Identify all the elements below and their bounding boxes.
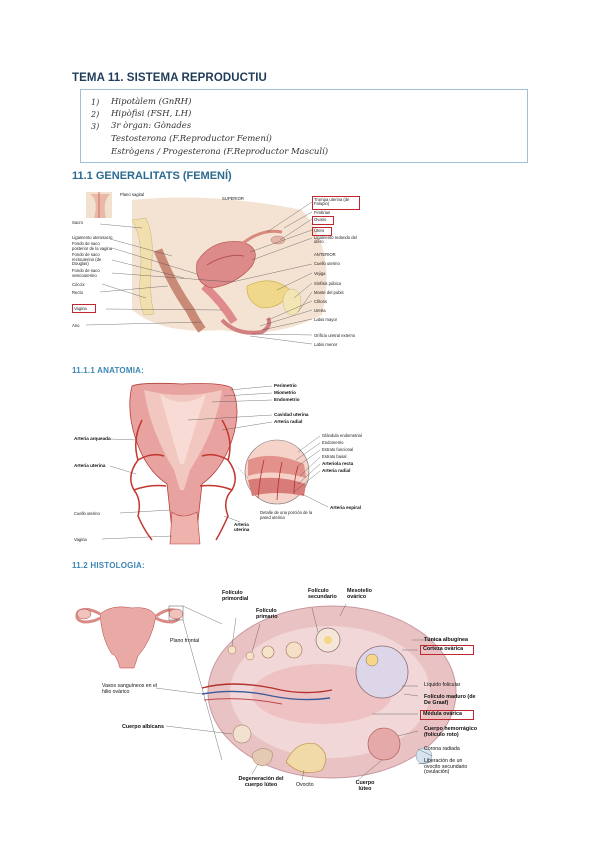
highlight-box-vagina [72,304,96,313]
label-cuerpo-luteo: Cuerpo lúteo [352,780,378,792]
label-cavidad-uterina: Cavidad uterina [274,412,308,417]
label-labio-menor: Labio menor [314,342,337,347]
label-cuerpo-hemorragico: Cuerpo hemorrágico (folículo roto) [424,726,482,738]
section-heading-anatomia-text: 11.1.1 ANATOMIA [72,366,141,375]
label-trompa-uterina: Trompa uterina (de Falopio) [314,198,358,207]
label-ovario: Ovario [314,217,326,222]
label-monte-pubis: Monte del pubis [314,290,344,295]
label-arteria-uterina-bottom: Arteria uterina [234,522,256,532]
label-tunica-albuginea: Túnica albugínea [424,637,468,643]
note-line: 3r òrgan: Gònades [111,121,191,131]
note-line: Testosterona (F.Reproductor Femení) [111,134,272,144]
label-fondo-vesicouterino: Fondo de saco vesicouterino [72,269,114,278]
label-glandula-endometrial: Glándula endometrial [322,433,362,438]
label-labio-mayor: Labio mayor [314,317,337,322]
label-plano-frontal: Plano frontal [170,638,199,644]
figure-uterus-vasculature: Perimetrio Miometrio Endometrio Cavidad … [72,380,372,546]
section-heading-generalitats: 11.1 GENERALITATS (FEMENÍ) [72,170,232,182]
label-foliculo-secundario: Folículo secundario [308,588,340,600]
label-liberacion-ovocito: Liberación de un ovocito secundario (ovu… [424,759,480,776]
section-heading-anatomia: 11.1.1 ANATOMIA: [72,366,144,375]
note-number: 3) [91,122,99,131]
page-title: TEMA 11. SISTEMA REPRODUCTIU [72,72,267,84]
label-anterior: ANTERIOR [314,252,336,257]
label-corteza-ovarica: Corteza ovárica [423,646,463,652]
label-liquido-folicular: Líquido folicular [424,682,460,688]
label-fondo-posterior: Fondo de saco posterior de la vagina [72,242,114,251]
notes-box: 1) Hipotàlem (GnRH) 2) Hipòfisi (FSH, LH… [80,89,528,163]
label-coccix: Cóccix [72,282,85,287]
label-corona-radiada: Corona radiada [424,746,460,752]
note-number: 2) [91,110,99,119]
label-cuello-uterino-2: Cuello uterino [74,511,100,516]
label-foliculo-maduro: Folículo maduro (de De Graaf) [424,694,480,706]
label-sacro: Sacro [72,220,83,225]
label-arteria-uterina-left: Arteria uterina [74,463,105,468]
label-ligamento-uterosacro: Ligamento uterosacro [72,235,113,240]
section-heading-histologia: 11.2 HISTOLOGIA: [72,561,145,570]
label-ligamento-redondo: Ligamento redondo del útero [314,236,358,245]
label-fimbrias: Fimbrias [314,210,330,215]
label-vasos-sanguineos: Vasos sanguíneos en el hilio ovárico [102,684,162,695]
figure-ovary-histology: Plano frontal Folículo primordial Folícu… [72,584,482,800]
label-vejiga: Vejiga [314,271,325,276]
label-recto: Recto [72,290,83,295]
figure-sagittal-pelvis: Plano sagital Sacro Ligamento uterosacro… [72,190,372,350]
label-utero: Útero [314,228,324,233]
label-medula-ovarica: Médula ovárica [423,711,462,717]
label-uretra: Uretra [314,308,326,313]
note-line: Estrògens / Progesterona (F.Reproductor … [111,147,328,157]
label-arteria-espiral: Arteria espiral [330,505,361,510]
label-plano-sagital: Plano sagital [120,192,144,197]
note-line: Hipòfisi (FSH, LH) [111,109,191,119]
label-ano: Ano [72,323,79,328]
label-endometrio: Endometrio [274,397,300,402]
label-sinfisis-pubica: Sínfisis púbica [314,281,341,286]
label-foliculo-primario: Folículo primario [256,608,286,620]
label-endometrio-inset: Endometrio [322,440,343,445]
label-arteria-radial: Arteria radial [274,419,302,424]
label-clitoris: Clítoris [314,299,327,304]
note-number: 1) [91,98,99,107]
label-arteria-radial-inset: Arteria radial [322,468,350,473]
label-perimetrio: Perimetrio [274,383,297,388]
section-heading-histologia-text: 11.2 HISTOLOGIA [72,561,142,570]
heading-suffix: : [142,561,145,570]
label-vagina-2: Vagina [74,537,87,542]
label-fondo-rectouterino: Fondo de saco rectouterino (de Douglas) [72,253,114,267]
caption-detalle-pared: Detalle de una porción de la pared uteri… [260,510,320,520]
label-mesotelio-ovarico: Mesotelio ovárico [347,588,377,600]
note-line: Hipotàlem (GnRH) [111,97,191,107]
label-arteria-arqueada: Arteria arqueada [74,436,111,441]
label-foliculo-primordial: Folículo primordial [222,590,254,602]
label-cuello-uterino: Cuello uterino [314,261,340,266]
heading-suffix: : [141,366,144,375]
label-cuerpo-albicans: Cuerpo albicans [122,724,164,730]
label-ovocito: Ovocito [296,782,314,788]
label-miometrio: Miometrio [274,390,296,395]
label-estrato-basal: Estrato basal [322,454,346,459]
label-arteriola-recta: Arteriola recta [322,461,353,466]
label-estrato-funcional: Estrato funcional [322,447,353,452]
label-orificio-uretral: Orificio uretral externo [314,333,355,338]
label-degeneracion-cuerpo-luteo: Degeneración del cuerpo lúteo [238,776,284,788]
label-superior: SUPERIOR [222,196,244,201]
